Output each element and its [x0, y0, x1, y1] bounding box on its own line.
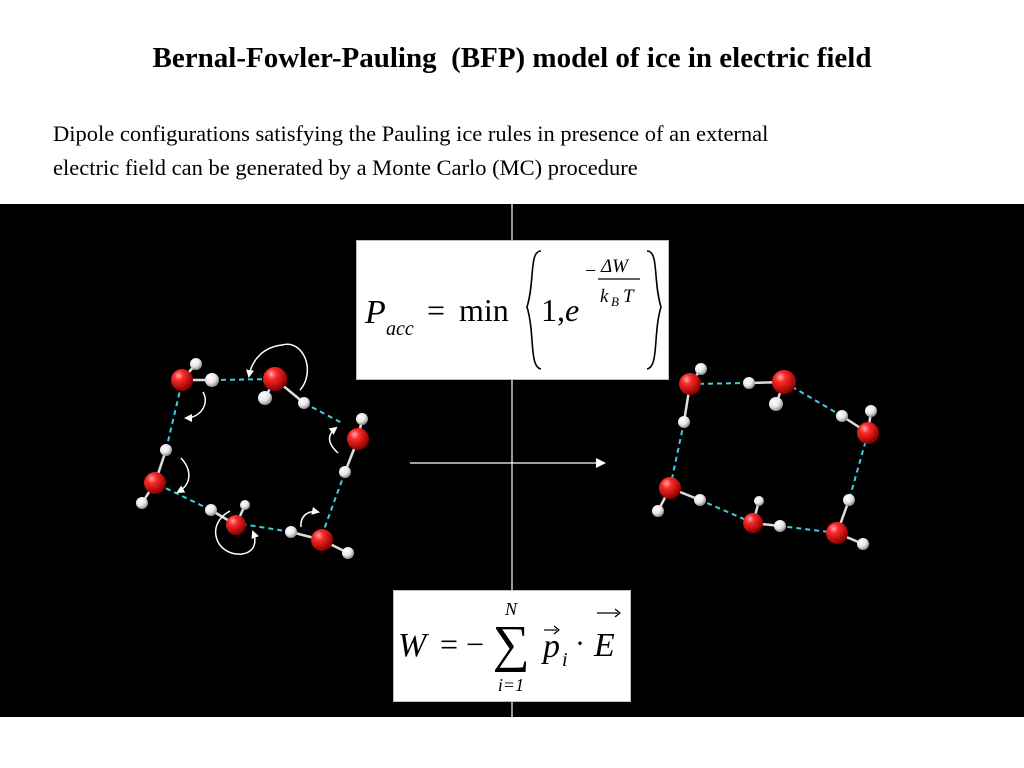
pacc-min: min — [459, 292, 509, 328]
mc-move-arrow-icon — [176, 343, 339, 555]
pacc-base-e: e — [565, 292, 579, 328]
hydrogen-atom — [652, 363, 877, 550]
pacc-exp-numerator: ΔW — [600, 256, 630, 277]
w-symbol: W — [398, 627, 429, 664]
p-subscript: i — [562, 649, 568, 671]
ice-ring-after — [652, 363, 879, 550]
e-symbol: E — [593, 627, 615, 664]
ice-ring-before — [136, 343, 369, 559]
pacc-symbol: P — [364, 294, 386, 331]
transition-arrow-icon — [410, 458, 606, 468]
oxygen-atom — [659, 370, 879, 544]
pacc-exp-k: k — [600, 286, 609, 307]
pacc-exp-t: T — [623, 286, 635, 307]
dot-operator: · — [575, 627, 585, 660]
description-line-1: Dipole configurations satisfying the Pau… — [53, 121, 769, 146]
scene-canvas — [136, 204, 879, 717]
pacc-exp-minus: − — [585, 260, 596, 282]
left-brace-icon — [526, 250, 542, 370]
description: Dipole configurations satisfying the Pau… — [53, 117, 983, 185]
pacc-one-comma: 1, — [541, 292, 565, 328]
pacc-equals: = — [427, 292, 445, 328]
sum-lower-limit: i=1 — [498, 675, 524, 695]
acceptance-probability-formula: P acc = min 1, e − ΔW k B T — [356, 240, 669, 380]
pacc-subscript: acc — [386, 318, 414, 340]
right-brace-icon — [646, 250, 662, 370]
w-equals-minus: = − — [440, 626, 484, 662]
description-line-2: electric field can be generated by a Mon… — [53, 155, 638, 180]
hydrogen-atom — [136, 358, 368, 559]
simulation-scene: P acc = min 1, e − ΔW k B T W = − N ∑ i=… — [0, 204, 1024, 717]
pacc-exp-kb-subscript: B — [611, 294, 619, 309]
energy-formula: W = − N ∑ i=1 p i · E — [393, 590, 631, 702]
p-symbol: p — [541, 628, 560, 665]
page-title: Bernal-Fowler-Pauling (BFP) model of ice… — [152, 42, 872, 74]
oxygen-atom — [144, 367, 369, 551]
sum-sigma-icon: ∑ — [492, 616, 529, 673]
sum-upper-limit: N — [504, 599, 518, 619]
